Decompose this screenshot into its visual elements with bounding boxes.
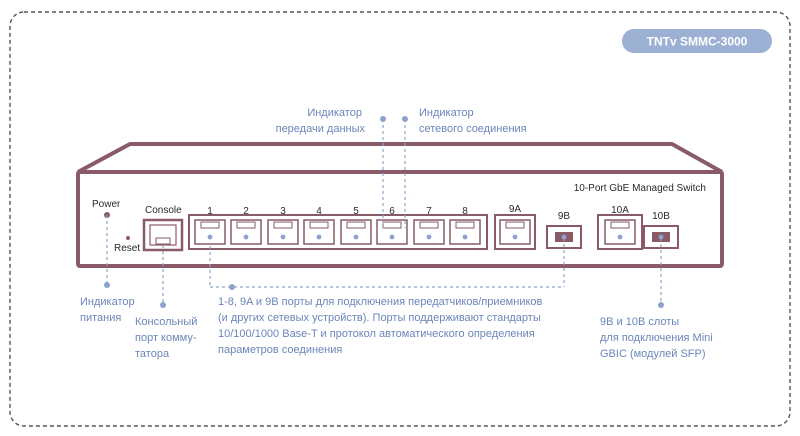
port-led-dot	[389, 234, 395, 240]
port-label-5: 5	[353, 206, 359, 217]
rj45-socket	[303, 219, 335, 245]
model-badge: TNTv SMMC-3000	[622, 29, 772, 53]
model-badge-text: TNTv SMMC-3000	[647, 35, 748, 49]
port-label-9b: 9B	[558, 211, 571, 222]
rj45-socket	[449, 219, 481, 245]
rj45-latch	[346, 221, 366, 229]
port-led-dot	[353, 234, 359, 240]
port-10a-box	[597, 214, 643, 250]
rj45-socket	[194, 219, 226, 245]
port-4[interactable]: 4	[303, 206, 335, 245]
port-9a-box	[494, 214, 536, 250]
port-led-dot	[462, 234, 468, 240]
port-led-dot	[243, 234, 249, 240]
port-1[interactable]: 1	[194, 206, 226, 245]
switch-title: 10-Port GbE Managed Switch	[574, 183, 706, 194]
port-led-dot	[658, 234, 664, 240]
port-label-10b: 10B	[652, 211, 670, 222]
rj45-latch	[200, 221, 220, 229]
ports-layer: 1 2 3 4 5 6 7 8 9A 9B 10A 10B	[194, 204, 679, 249]
port-label-3: 3	[280, 206, 286, 217]
port-led-dot	[512, 234, 518, 240]
callout-sfp-slots: 9B и 10B слоты для подключения Mini GBIC…	[600, 316, 716, 360]
sfp-cage	[546, 225, 582, 249]
outer-dashed-frame	[9, 11, 791, 427]
console-label: Console	[145, 205, 182, 216]
reset-button[interactable]	[126, 236, 130, 240]
port-7[interactable]: 7	[413, 206, 445, 245]
port-led-dot	[207, 234, 213, 240]
ports-1-8-group	[188, 214, 488, 250]
rj45-socket	[413, 219, 445, 245]
rj45-latch	[455, 221, 475, 229]
rj45-latch	[236, 221, 256, 229]
port-label-4: 4	[316, 206, 322, 217]
callout-power-led: Индикатор питания	[80, 296, 138, 324]
port-label-8: 8	[462, 206, 468, 217]
port-led-dot	[280, 234, 286, 240]
port-6[interactable]: 6	[376, 206, 408, 245]
rj45-socket	[376, 219, 408, 245]
port-label-10a: 10A	[611, 205, 629, 216]
callout-ports-description: 1-8, 9A и 9B порты для подключения перед…	[218, 296, 545, 356]
rj45-socket	[499, 219, 531, 245]
rj45-socket	[604, 219, 636, 245]
port-5[interactable]: 5	[340, 206, 372, 245]
rj45-latch	[382, 221, 402, 229]
port-10b[interactable]: 10B	[643, 211, 679, 249]
port-led-dot	[617, 234, 623, 240]
reset-label: Reset	[114, 243, 140, 254]
rj45-latch	[273, 221, 293, 229]
sfp-cage	[643, 225, 679, 249]
rj45-socket	[340, 219, 372, 245]
port-2[interactable]: 2	[230, 206, 262, 245]
callout-data-led: Индикатор передачи данных	[276, 107, 366, 135]
callout-link-led: Индикатор сетевого соединения	[419, 107, 527, 135]
port-8[interactable]: 8	[449, 206, 481, 245]
port-9b[interactable]: 9B	[546, 211, 582, 249]
port-label-6: 6	[389, 206, 395, 217]
port-9a[interactable]: 9A	[499, 204, 531, 245]
power-label: Power	[92, 199, 121, 210]
callout-console-port: Консольный порт комму- татора	[135, 316, 200, 360]
port-label-1: 1	[207, 206, 213, 217]
callout-leaders	[104, 116, 664, 308]
port-led-dot	[316, 234, 322, 240]
port-label-9a: 9A	[509, 204, 522, 215]
rj45-latch	[610, 221, 630, 229]
switch-body	[76, 142, 724, 268]
port-10a[interactable]: 10A	[604, 205, 636, 245]
rj45-socket	[267, 219, 299, 245]
port-led-dot	[426, 234, 432, 240]
rj45-latch	[419, 221, 439, 229]
port-label-7: 7	[426, 206, 432, 217]
rj45-socket	[230, 219, 262, 245]
rj45-latch	[505, 221, 525, 229]
port-3[interactable]: 3	[267, 206, 299, 245]
port-led-dot	[561, 234, 567, 240]
port-label-2: 2	[243, 206, 249, 217]
rj45-latch	[309, 221, 329, 229]
